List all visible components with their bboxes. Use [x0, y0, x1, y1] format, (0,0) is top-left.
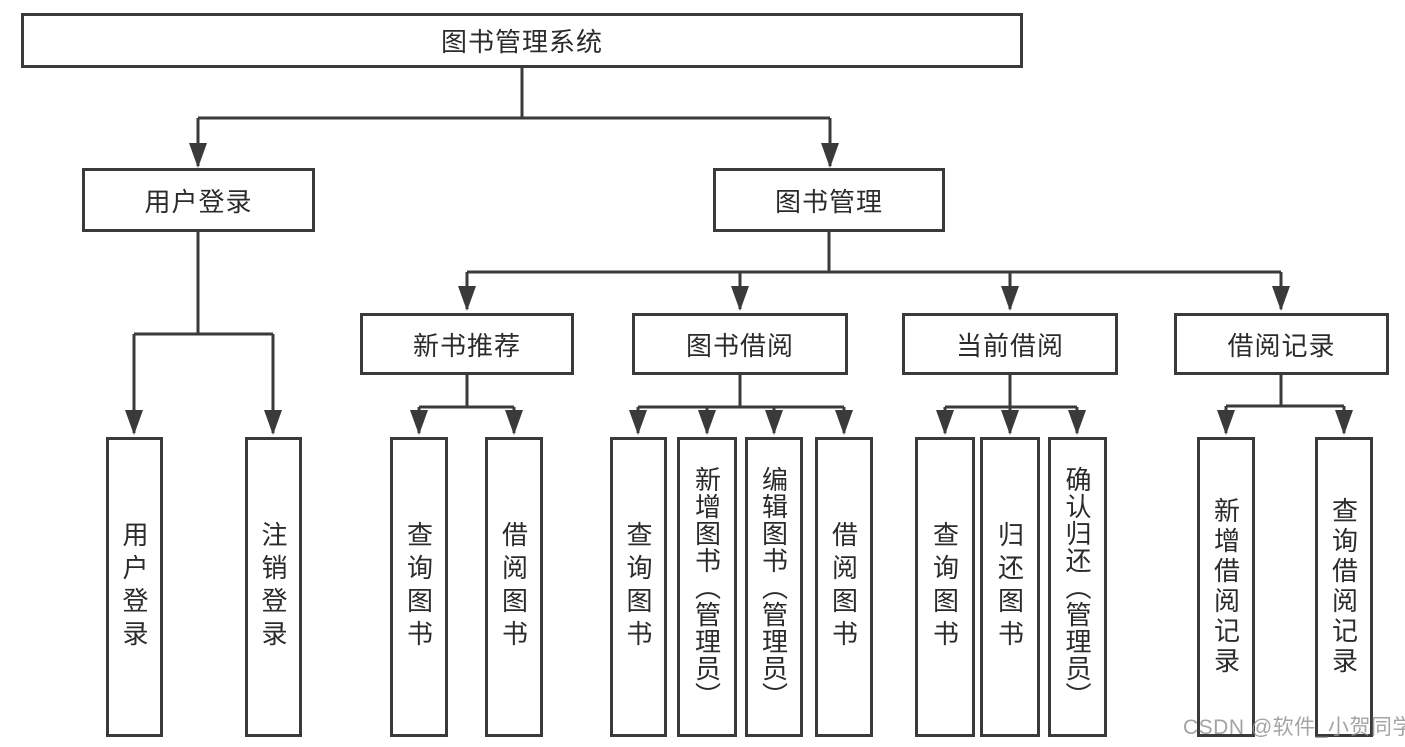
node-leaf-add-books-admin: 新增图书（管理员） — [677, 437, 737, 737]
node-leaf-confirm-return-admin-label: 确认归还（管理员） — [1062, 465, 1092, 709]
node-leaf-logout-label: 注销登录 — [258, 521, 288, 653]
node-leaf-confirm-return-admin: 确认归还（管理员） — [1048, 437, 1107, 737]
node-library-management-system-label: 图书管理系统 — [440, 27, 603, 57]
node-book-management-label: 图书管理 — [774, 186, 883, 217]
node-leaf-query-books-borrow-label: 查询图书 — [623, 521, 653, 653]
node-book-borrow: 图书借阅 — [632, 313, 848, 375]
node-leaf-edit-books-admin-label: 编辑图书（管理员） — [758, 465, 789, 709]
node-leaf-query-books-current: 查询图书 — [915, 437, 975, 737]
node-leaf-return-books-label: 归还图书 — [994, 521, 1025, 653]
node-current-borrow-label: 当前借阅 — [955, 330, 1064, 361]
node-leaf-query-books-recommend: 查询图书 — [390, 437, 448, 737]
node-leaf-query-borrow-record-label: 查询借阅记录 — [1328, 497, 1359, 677]
node-book-management: 图书管理 — [713, 168, 945, 232]
node-leaf-logout: 注销登录 — [245, 437, 302, 737]
node-new-book-recommend: 新书推荐 — [360, 313, 574, 375]
node-current-borrow: 当前借阅 — [902, 313, 1118, 375]
node-borrow-records: 借阅记录 — [1174, 313, 1389, 375]
node-leaf-add-borrow-record: 新增借阅记录 — [1197, 437, 1255, 737]
node-leaf-query-books-current-label: 查询图书 — [929, 521, 960, 653]
node-new-book-recommend-label: 新书推荐 — [412, 330, 521, 361]
node-leaf-borrow-books-recommend: 借阅图书 — [485, 437, 543, 737]
node-leaf-user-login-label: 用户登录 — [119, 521, 149, 653]
node-leaf-query-books-recommend-label: 查询图书 — [403, 521, 434, 653]
node-leaf-borrow-books-label: 借阅图书 — [828, 521, 859, 653]
node-book-borrow-label: 图书借阅 — [685, 330, 794, 361]
node-leaf-edit-books-admin: 编辑图书（管理员） — [745, 437, 803, 737]
node-leaf-add-borrow-record-label: 新增借阅记录 — [1210, 497, 1241, 677]
node-library-management-system: 图书管理系统 — [21, 13, 1023, 68]
node-leaf-add-books-admin-label: 新增图书（管理员） — [691, 465, 722, 709]
node-borrow-records-label: 借阅记录 — [1227, 330, 1336, 361]
node-leaf-user-login: 用户登录 — [106, 437, 163, 737]
watermark-text: CSDN @软件_小贺同学 — [1183, 716, 1405, 739]
node-leaf-return-books: 归还图书 — [980, 437, 1040, 737]
node-leaf-query-borrow-record: 查询借阅记录 — [1315, 437, 1373, 737]
node-user-login-label: 用户登录 — [144, 186, 253, 217]
node-leaf-borrow-books-recommend-label: 借阅图书 — [498, 521, 529, 653]
node-user-login: 用户登录 — [82, 168, 315, 232]
node-leaf-query-books-borrow: 查询图书 — [610, 437, 667, 737]
node-leaf-borrow-books: 借阅图书 — [815, 437, 873, 737]
